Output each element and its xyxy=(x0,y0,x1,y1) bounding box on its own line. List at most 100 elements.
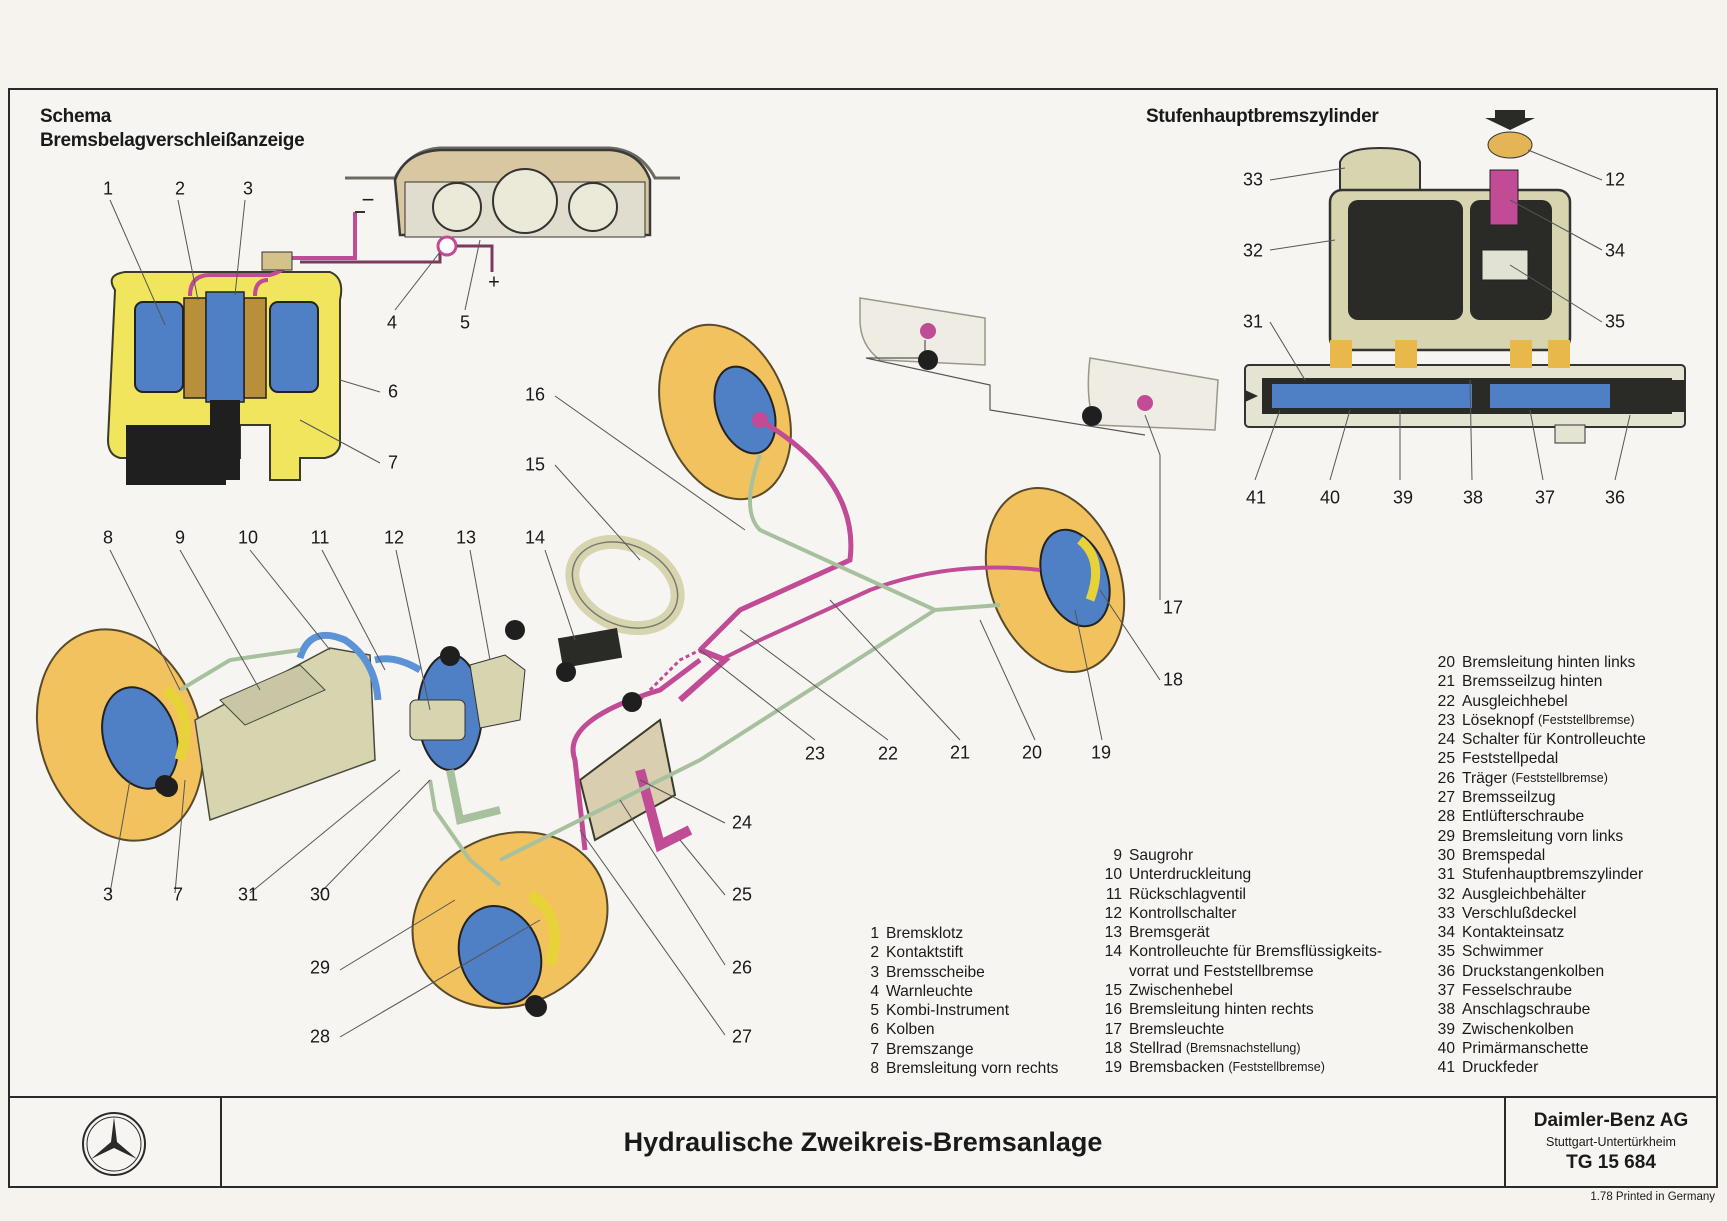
legend-item-number: 28 xyxy=(1437,808,1455,826)
legend-item: 6 Kolben xyxy=(865,1020,1058,1039)
legend-item-number: 10 xyxy=(1104,866,1122,884)
leader-lines xyxy=(109,149,1631,1038)
legend-item-label: Bremsscheibe xyxy=(886,963,985,981)
callout-31: 31 xyxy=(237,884,259,905)
three-pointed-star-logo xyxy=(82,1112,146,1176)
parking-brake xyxy=(578,647,731,853)
callout-29: 29 xyxy=(309,957,331,978)
legend-item-label: Anschlagschraube xyxy=(1462,1001,1591,1019)
callout-15: 15 xyxy=(524,454,546,475)
callout-8: 8 xyxy=(102,527,114,548)
legend-item-label: Zwischenhebel xyxy=(1129,982,1234,1000)
legend-item-label: vorrat und Feststellbremse xyxy=(1129,962,1314,980)
callout-21: 21 xyxy=(949,742,971,763)
legend-item-label: Primärmanschette xyxy=(1462,1039,1589,1057)
legend-item: 28 Entlüfterschraube xyxy=(1433,807,1646,826)
engine-bay xyxy=(194,631,526,825)
legend-item-number: 12 xyxy=(1104,904,1122,922)
legend-item-number: 26 xyxy=(1437,769,1455,787)
callout-m32: 32 xyxy=(1242,240,1264,261)
legend-item-label: Kolben xyxy=(886,1021,935,1039)
legend-item-number: 30 xyxy=(1437,846,1455,864)
legend-item-number: 23 xyxy=(1437,711,1455,729)
legend-item-label: Kontrollschalter xyxy=(1129,904,1237,922)
callout-m31: 31 xyxy=(1242,311,1264,332)
legend-item-number: 36 xyxy=(1437,962,1455,980)
callout-7b: 7 xyxy=(172,884,184,905)
callout-10: 10 xyxy=(237,527,259,548)
schema-heading-line1: Schema xyxy=(40,106,112,127)
legend-item-number: 2 xyxy=(870,944,879,962)
legend-item-number: 20 xyxy=(1437,654,1455,671)
legend-item-label: Druckstangenkolben xyxy=(1462,962,1605,980)
legend-item-number: 32 xyxy=(1437,885,1455,903)
callout-24: 24 xyxy=(731,812,753,833)
legend-item-label: Rückschlagventil xyxy=(1129,885,1247,903)
legend-item-label: Kontakteinsatz xyxy=(1462,924,1565,942)
callout-23: 23 xyxy=(804,743,826,764)
legend-item-label: Träger xyxy=(1462,769,1508,787)
wheel-front-left xyxy=(411,831,609,1015)
callout-6: 6 xyxy=(387,381,399,402)
brake-pad-wear-schema xyxy=(106,146,680,485)
legend-item-note: (Feststellbremse) xyxy=(1228,1060,1325,1075)
legend-item-label: Schwimmer xyxy=(1462,943,1544,961)
legend-item-number: 9 xyxy=(1113,847,1122,864)
legend-item-number: 3 xyxy=(870,963,879,981)
legend-item-number: 21 xyxy=(1437,673,1455,691)
callout-m41: 41 xyxy=(1245,487,1267,508)
legend-item-label: Bremsbacken xyxy=(1129,1059,1225,1077)
legend-item-number: 17 xyxy=(1104,1020,1122,1038)
callout-22: 22 xyxy=(877,743,899,764)
legend-item-number xyxy=(1100,962,1122,981)
legend-item-label: Warnleuchte xyxy=(886,982,973,1000)
legend-item-note: (Feststellbremse) xyxy=(1537,712,1635,727)
document-number: TG 15 684 xyxy=(1566,1152,1656,1173)
legend-item-number: 14 xyxy=(1104,943,1122,961)
legend-item-label: Stufenhauptbremszylinder xyxy=(1462,866,1644,884)
legend-item-label: Kontaktstift xyxy=(886,944,964,962)
legend-item-number: 16 xyxy=(1104,1001,1122,1019)
legend-item: 12 Kontrollschalter xyxy=(1100,904,1382,923)
legend-item-label: Verschlußdeckel xyxy=(1462,904,1577,922)
callout-m35: 35 xyxy=(1604,311,1626,332)
legend-item-number: 39 xyxy=(1437,1020,1455,1038)
callout-2: 2 xyxy=(174,178,186,199)
legend-item-number: 4 xyxy=(870,982,879,1000)
callout-27: 27 xyxy=(731,1026,753,1047)
minus-symbol: − xyxy=(361,187,375,212)
legend-item-number: 41 xyxy=(1437,1059,1455,1077)
legend-item-label: Unterdruckleitung xyxy=(1129,866,1252,884)
callout-13: 13 xyxy=(455,527,477,548)
legend-item-note: (Bremsnachstellung) xyxy=(1185,1040,1301,1055)
company-location: Stuttgart-Untertürkheim xyxy=(1546,1135,1676,1149)
legend-item-label: Entlüfterschraube xyxy=(1462,808,1585,826)
legend-item: 36 Druckstangenkolben xyxy=(1433,962,1646,981)
legend-item-number: 34 xyxy=(1437,924,1455,942)
legend-item-number: 6 xyxy=(870,1021,879,1039)
legend-item-label: Bremsleitung vorn links xyxy=(1462,827,1624,845)
logo-cell xyxy=(10,1098,222,1186)
callout-4: 4 xyxy=(386,312,398,333)
legend-item: vorrat und Feststellbremse xyxy=(1100,962,1382,981)
callout-17: 17 xyxy=(1162,597,1184,618)
legend-item-number: 8 xyxy=(870,1060,879,1078)
